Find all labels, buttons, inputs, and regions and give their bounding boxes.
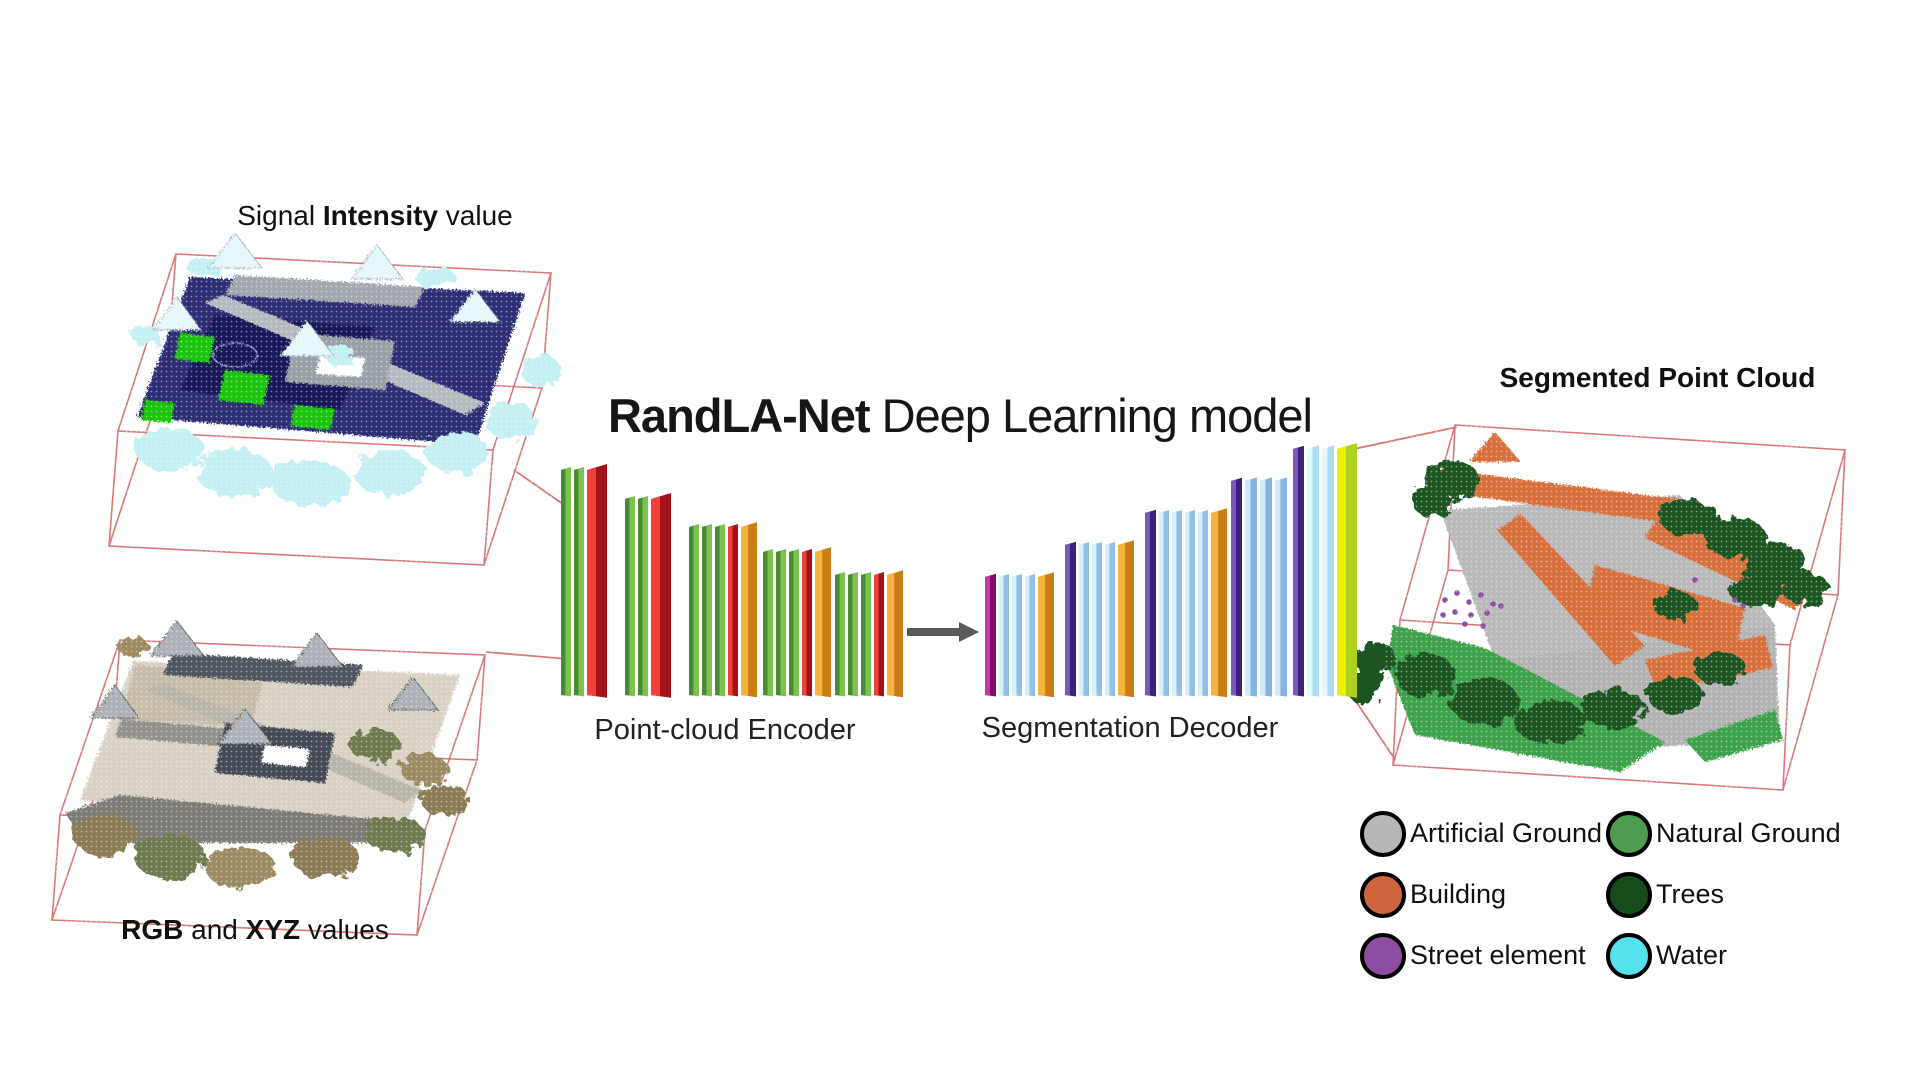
building-swatch-icon [1360,871,1406,918]
layer-plate [728,525,733,696]
encoder-blocks [561,464,903,698]
layer-plate [1198,511,1203,696]
layer-plate [587,467,596,697]
layer-plate [1337,446,1346,697]
layer-plate [861,573,866,696]
legend-item: Artificial Ground [1360,810,1602,857]
legend-label: Natural Ground [1656,818,1841,848]
natural-ground-swatch-icon [1606,810,1652,857]
legend-label: Trees [1656,879,1725,909]
layer-plate [651,496,660,697]
layer-plate [815,549,823,697]
input-rgb-label: RGB and XYZ values [121,914,389,945]
legend-item: Street element [1360,932,1586,979]
layer-plate [741,524,749,697]
layer-plate [1118,542,1126,697]
layer-plate [1293,447,1298,696]
layer-plate [561,468,566,696]
layer-plate [776,550,781,696]
network-blocks-svg [561,443,1357,698]
layer-plate [1159,511,1164,696]
layer-plate [1211,510,1219,697]
layer-plate [638,497,643,696]
layer-plate [702,525,707,696]
legend-label: Street element [1410,940,1586,970]
input-intensity-label: Signal Intensity value [237,200,513,231]
segmented-pointcloud-svg [1347,420,1905,791]
layer-plate [689,525,694,696]
point-speckle [55,630,495,930]
layer-plate [1079,543,1084,696]
output-title: Segmented Point Cloud [1499,362,1816,393]
legend-label: Artificial Ground [1410,818,1603,848]
layer-plate [1275,479,1281,696]
layer-plate [835,573,840,696]
layer-plate [985,575,990,696]
intensity-pointcloud-svg [107,232,560,575]
layer-plate [1185,511,1190,696]
layer-plate [763,550,768,696]
layer-plate [1172,511,1177,696]
trees-swatch-icon [1606,871,1652,918]
layer-plate [1260,479,1266,696]
layer-plate [887,572,895,697]
layer-plate [999,575,1004,696]
layer-plate [625,497,630,696]
layer-plate [1025,575,1030,696]
layer-plate [1322,447,1328,696]
artificial-ground-swatch-icon [1360,810,1406,857]
street-element-swatch-icon [1360,932,1406,979]
layer-plate [874,573,879,696]
legend-item: Trees [1606,871,1841,918]
point-speckle [1385,420,1905,790]
layer-plate [1307,447,1313,696]
decoder-label: Segmentation Decoder [981,712,1279,744]
layer-plate [1012,575,1017,696]
legend-item: Building [1360,871,1578,918]
legend-item: Natural Ground [1606,810,1841,857]
layer-plate [1092,543,1097,696]
legend-label: Building [1410,879,1507,909]
layer-plate [1105,543,1110,696]
layer-plate [574,468,579,696]
layer-plate [789,550,794,696]
layer-plate [1065,543,1070,696]
layer-plate [715,525,720,696]
layer-plate [1038,574,1046,697]
layer-plate [1245,479,1251,696]
layer-plate [1231,479,1236,696]
decoder-blocks [985,443,1357,698]
point-speckle [125,245,555,575]
layer-plate [1145,511,1150,696]
page-title: RandLA-Net Deep Learning model [607,389,1313,442]
legend-label: Water [1656,940,1728,970]
legend-item: Water [1606,932,1841,979]
rgb-pointcloud-svg [50,620,495,936]
layer-plate [802,550,807,696]
water-swatch-icon [1606,932,1652,979]
encoder-label: Point-cloud Encoder [594,714,856,746]
arrowhead-icon [959,622,979,642]
layer-plate [848,573,853,696]
